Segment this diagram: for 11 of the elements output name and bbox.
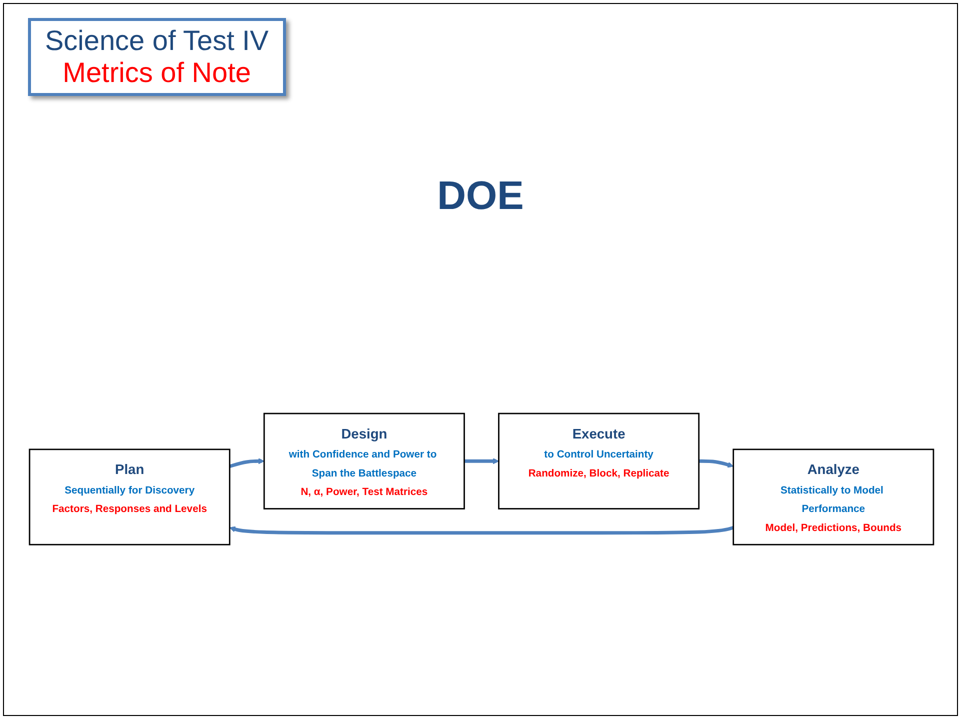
arrow — [698, 459, 734, 468]
node-box: Plan Sequentially for Discovery Factors, Responses and Levels — [28, 448, 230, 546]
arrow — [229, 458, 264, 468]
node-box: Analyze Statistically to Model Performance Model, Predictions, Bounds — [732, 448, 934, 546]
title: Science of Test IV — [45, 25, 269, 57]
arrow — [229, 526, 734, 535]
subtitle: Metrics of Note — [62, 57, 252, 89]
arrow — [464, 458, 500, 464]
node-box: Execute to Control Uncertainty Randomize, Block, Replicate — [498, 412, 700, 510]
node-box: Design with Confidence and Power to Span the Battlespace N, α, Power, Test Matrices — [263, 412, 465, 510]
center-label: DOE — [437, 174, 524, 219]
